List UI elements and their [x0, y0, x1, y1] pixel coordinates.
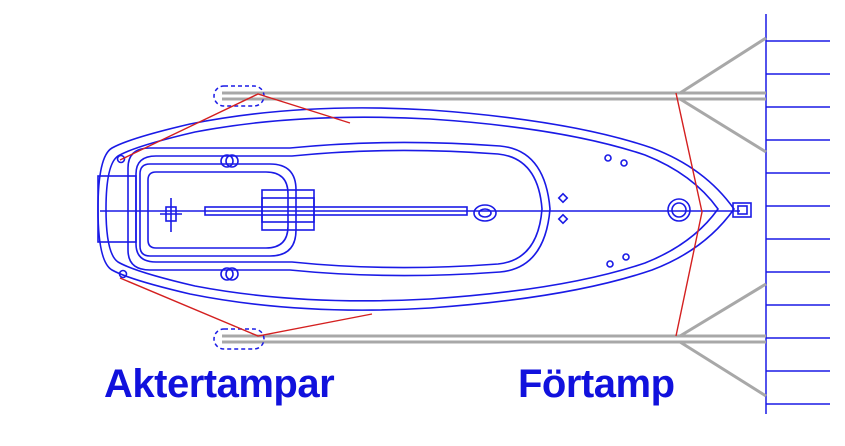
- boom: [204, 206, 468, 216]
- fitting: [622, 253, 630, 261]
- lower-buoy: [213, 328, 265, 350]
- winch-lower-2: [225, 267, 239, 281]
- fitting: [606, 260, 614, 268]
- bow-line: [675, 92, 703, 337]
- fitting: [116, 154, 126, 164]
- boat: [97, 107, 752, 311]
- hull-outer: [97, 107, 735, 311]
- cabin-outer: [127, 141, 551, 277]
- upper-brace-inner: [679, 97, 767, 154]
- winch-lower: [220, 267, 234, 281]
- tiller-post: [165, 206, 177, 222]
- dock: [765, 14, 830, 414]
- forward-hatch: [667, 198, 691, 222]
- bow-line-label: Förtamp: [518, 362, 675, 406]
- winch-upper-2: [225, 154, 239, 168]
- mooring-lines: [119, 92, 703, 337]
- bow-fitting: [732, 202, 752, 218]
- stern-line-upper: [119, 93, 351, 161]
- cockpit-outer: [139, 163, 297, 257]
- forward-hatch-inner: [671, 202, 687, 218]
- transom: [97, 175, 137, 243]
- side-booms: [222, 36, 767, 398]
- winch-upper: [220, 154, 234, 168]
- stern-line-lower: [119, 277, 373, 337]
- fitting: [620, 159, 628, 167]
- mast: [473, 204, 497, 222]
- fitting: [557, 192, 569, 204]
- fitting: [118, 269, 128, 279]
- bow-fitting-inner: [737, 205, 748, 215]
- cockpit-inner: [147, 171, 289, 249]
- hatch-inner: [261, 189, 315, 231]
- lower-brace-outer: [679, 282, 767, 338]
- upper-brace-outer: [679, 36, 767, 95]
- lower-brace-inner: [679, 340, 767, 398]
- cabin-inner: [135, 149, 543, 269]
- stern-lines-label: Aktertampar: [104, 362, 335, 406]
- mast-inner: [478, 208, 492, 218]
- fitting: [604, 154, 612, 162]
- hull-inner: [105, 116, 719, 302]
- fitting: [557, 213, 569, 225]
